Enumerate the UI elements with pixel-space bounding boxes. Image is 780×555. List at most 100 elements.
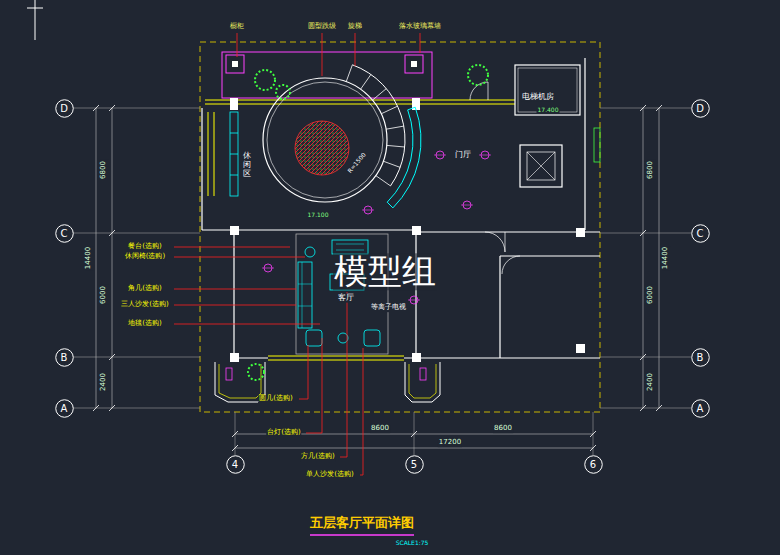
crosshair xyxy=(27,0,43,40)
side-table xyxy=(305,247,315,257)
column xyxy=(411,61,417,67)
radius-note: R=1500 xyxy=(346,151,368,176)
room-name: 休闲区 xyxy=(243,152,251,178)
dimension: 2400 xyxy=(100,372,108,392)
bubble-circle xyxy=(691,348,709,366)
glass-wall-frame xyxy=(222,52,432,98)
drawing-title: 五层客厅平面详图 xyxy=(309,516,415,530)
round-step-inner xyxy=(267,82,383,198)
title-underline xyxy=(310,534,414,536)
axis-label: A xyxy=(697,403,704,414)
leader-line xyxy=(237,33,420,76)
dimension-tick xyxy=(93,105,662,451)
axis-label: 4 xyxy=(232,459,238,470)
column xyxy=(412,353,421,362)
callout-label: 旋梯 xyxy=(347,23,363,31)
bay-window xyxy=(215,362,440,402)
dimension: 8600 xyxy=(370,425,390,433)
grid-line xyxy=(73,108,691,455)
callout-label: 台灯(选购) xyxy=(266,429,301,437)
callout-label: 地毯(选购) xyxy=(127,320,162,328)
axis-label: 5 xyxy=(411,459,417,470)
armchair xyxy=(364,330,380,346)
axis-label: D xyxy=(60,103,68,114)
callout-label: 方几(选购) xyxy=(300,453,335,461)
bubble-circle xyxy=(691,224,709,242)
window xyxy=(208,112,214,196)
dimension: 6000 xyxy=(647,285,655,305)
boundary-dashed xyxy=(200,42,600,412)
elevator-car xyxy=(527,152,555,180)
axis-label: D xyxy=(696,103,704,114)
wall xyxy=(420,58,600,358)
bubble-circle xyxy=(226,455,244,473)
column xyxy=(576,344,585,353)
radiator xyxy=(420,368,426,380)
axis-label: 6 xyxy=(590,459,596,470)
column xyxy=(412,226,421,235)
dimension: 6800 xyxy=(100,160,108,180)
bubble-circle xyxy=(55,99,73,117)
shelf xyxy=(230,112,238,196)
stair-edge xyxy=(352,65,405,186)
elevator-cross xyxy=(527,152,555,180)
leader-line xyxy=(299,292,363,475)
grid-axis-bubble: B xyxy=(55,348,74,367)
plant xyxy=(276,85,290,99)
machine-room-inner xyxy=(518,68,577,112)
grid-axis-bubble: 5 xyxy=(405,455,424,474)
grid-axis-bubble: A xyxy=(55,399,74,418)
round-step xyxy=(263,78,387,202)
leader-line xyxy=(174,247,320,324)
dimension-line xyxy=(96,108,659,448)
grid-axis-bubble: D xyxy=(691,99,710,118)
callout-label: 餐台(选购) xyxy=(127,243,162,251)
grid-axis-bubble: D xyxy=(55,99,74,118)
axis-label: A xyxy=(61,403,68,414)
door-swing xyxy=(485,232,520,274)
bubble-circle xyxy=(691,399,709,417)
radiator xyxy=(226,368,232,380)
bubble-circle xyxy=(55,399,73,417)
furniture-name: 等离子电视 xyxy=(370,304,407,312)
door xyxy=(594,128,600,162)
wall xyxy=(202,230,418,358)
plant xyxy=(255,70,275,90)
column-frame xyxy=(405,55,423,73)
bubble-circle xyxy=(55,224,73,242)
grid-axis-bubble: C xyxy=(55,224,74,243)
tv-cabinet-line xyxy=(336,244,364,250)
axis-label: C xyxy=(61,228,68,239)
plant xyxy=(248,364,264,380)
carpet xyxy=(296,234,388,354)
dimension: 17200 xyxy=(438,439,462,447)
sofa-cushion xyxy=(298,262,312,328)
callout-label: 落水玻璃幕墙 xyxy=(398,23,442,31)
window xyxy=(268,356,404,360)
axis-label: C xyxy=(697,228,704,239)
sofa xyxy=(298,262,312,328)
callout-label: 角几(选购) xyxy=(127,285,162,293)
bubble-circle xyxy=(584,455,602,473)
section-symbol xyxy=(264,151,489,304)
glass-curtain-wall xyxy=(205,100,515,104)
plant xyxy=(468,65,488,85)
callout-label: 休闲椅(选购) xyxy=(124,253,166,261)
dimension: 8600 xyxy=(493,425,513,433)
door-swing xyxy=(470,82,488,100)
armchair xyxy=(306,330,322,346)
bubble-circle xyxy=(55,348,73,366)
dimension: 14400 xyxy=(85,246,93,270)
callout-label: 橱柜 xyxy=(229,23,245,31)
grid-axis-bubble: A xyxy=(691,399,710,418)
watermark: 模型组 xyxy=(333,253,437,290)
bubble-circle xyxy=(405,455,423,473)
elevator-shaft xyxy=(520,145,562,187)
column xyxy=(230,98,238,110)
grid-axis-bubble: 6 xyxy=(584,455,603,474)
callout-label: 单人沙发(选购) xyxy=(305,471,354,479)
elevation-mark: 17.100 xyxy=(307,212,330,219)
hatched-rug xyxy=(295,121,349,175)
column xyxy=(232,61,238,67)
